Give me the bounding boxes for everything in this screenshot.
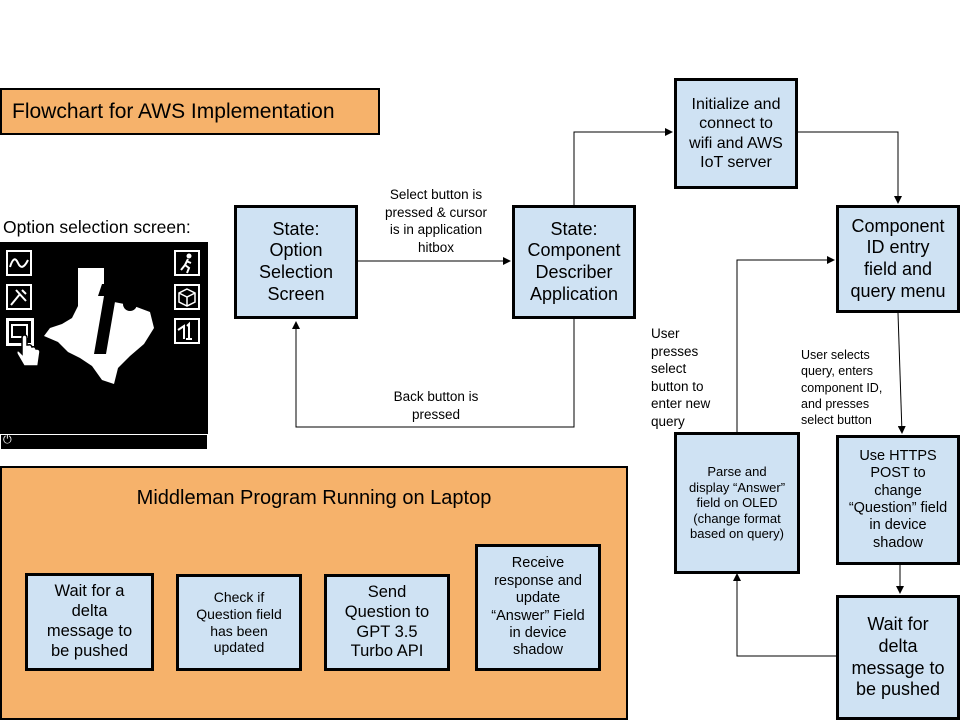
middleman-step-wait: Wait for a delta message to be pushed [25, 573, 154, 671]
running-person-icon [174, 250, 200, 276]
cube-icon [174, 284, 200, 310]
app-window-icon [6, 318, 34, 346]
hand-cursor-icon [14, 334, 44, 375]
middleman-step-receive: Receive response and update “Answer” Fie… [475, 544, 601, 671]
node-option-selection: State: Option Selection Screen [234, 205, 358, 319]
label-user-presses-select: User presses select button to enter new … [651, 326, 711, 429]
number-one-icon [174, 318, 200, 344]
middleman-title: Middleman Program Running on Laptop [136, 487, 492, 509]
label-user-selects-query: User selects query, enters component ID,… [801, 348, 883, 427]
edge-describer-to-initialize [573, 128, 673, 205]
label-back-pressed: Back button is pressed [393, 389, 479, 422]
wave-icon [6, 250, 32, 276]
edge-parse-to-entry [736, 256, 835, 432]
middleman-step-check: Check if Question field has been updated [176, 574, 302, 671]
node-initialize-connect: Initialize and connect to wifi and AWS I… [674, 78, 798, 189]
label-select-pressed: Select button is pressed & cursor is in … [384, 187, 488, 255]
edge-entry-to-post [897, 312, 906, 434]
middleman-step-send: Send Question to GPT 3.5 Turbo API [324, 574, 450, 671]
option-screen-label: Option selection screen: [3, 217, 191, 237]
oled-screen-image: ⏻ [0, 242, 208, 450]
edge-describer-back-to-option [292, 318, 575, 428]
node-https-post: Use HTTPS POST to change “Question” fiel… [836, 435, 960, 565]
node-component-id-entry: Component ID entry field and query menu [836, 205, 960, 313]
status-bar: ⏻ [0, 434, 208, 450]
power-icon: ⏻ [3, 434, 12, 446]
edge-initialize-to-entry [798, 131, 902, 204]
ti-logo [42, 266, 162, 391]
flowchart-title-box: Flowchart for AWS Implementation [0, 88, 380, 135]
node-component-describer: State: Component Describer Application [512, 205, 636, 319]
edge-wait-to-parse [733, 573, 836, 657]
tools-icon [6, 284, 32, 310]
node-parse-display: Parse and display “Answer” field on OLED… [674, 432, 800, 574]
flowchart-title: Flowchart for AWS Implementation [12, 99, 335, 123]
node-wait-delta: Wait for delta message to be pushed [836, 595, 960, 720]
